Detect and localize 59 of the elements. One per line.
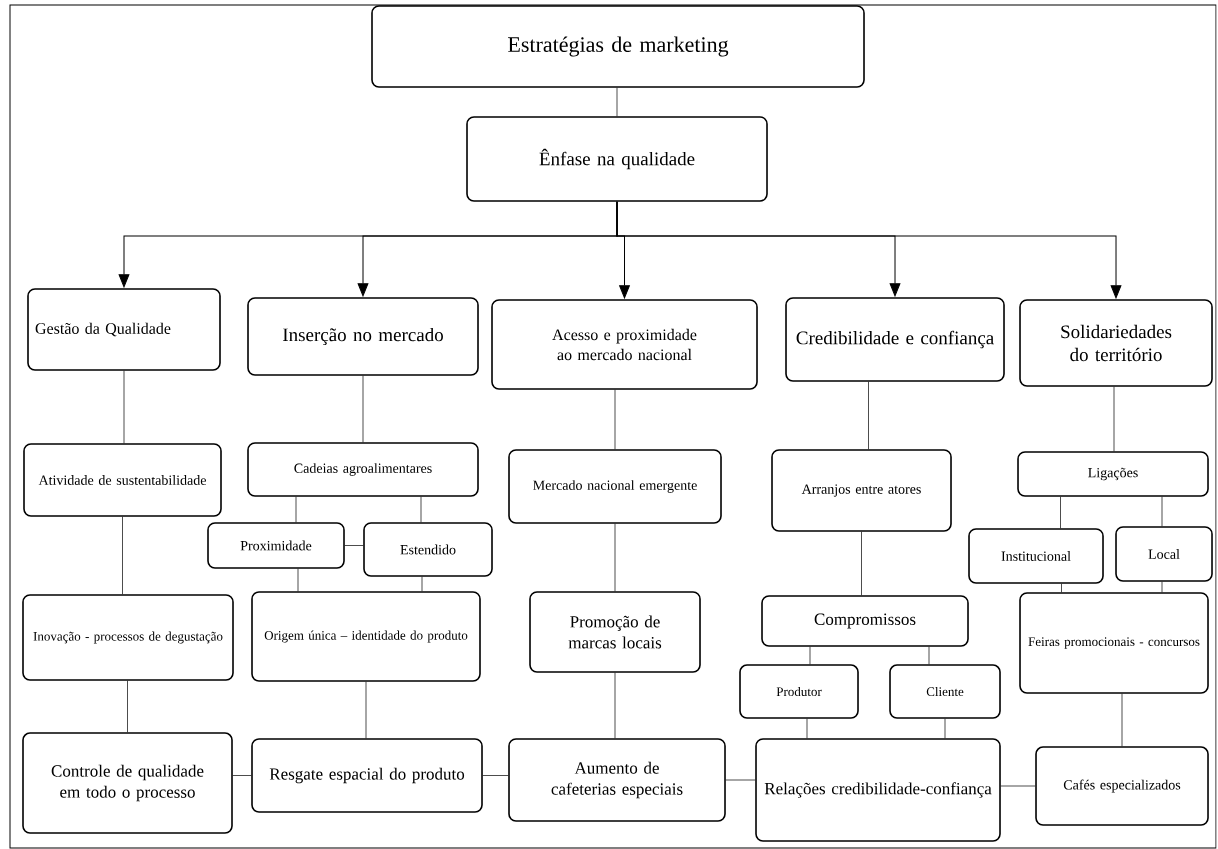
process-box: Promoção de marcas locais	[529, 591, 701, 673]
process-box: Estendido	[363, 522, 493, 577]
connector-line	[861, 531, 862, 596]
process-box: Cliente	[889, 664, 1001, 719]
connector-line	[806, 718, 808, 739]
process-box: Cafés especializados	[1035, 746, 1209, 826]
connector-line	[1121, 693, 1123, 747]
connector-line	[297, 568, 299, 592]
process-box: Compromissos	[761, 595, 969, 647]
arrow	[616, 201, 1122, 299]
process-box: Local	[1115, 526, 1213, 582]
process-box: Arranjos entre atores	[771, 449, 952, 532]
process-box: Institucional	[968, 528, 1104, 584]
connector-line	[614, 389, 616, 450]
connector-line	[421, 576, 423, 592]
connector-line	[614, 672, 616, 739]
process-box: Relações credibilidade-confiança	[755, 738, 1001, 842]
connector-line	[365, 681, 367, 739]
connector-line	[420, 496, 422, 523]
connector-line	[1113, 386, 1115, 452]
process-box: Inserção no mercado	[247, 297, 479, 376]
connector-line	[1161, 581, 1163, 593]
process-box: Mercado nacional emergente	[508, 449, 722, 524]
connector-line	[809, 646, 811, 665]
process-box: Atividade de sustentabilidade	[23, 443, 222, 517]
connector-line	[127, 680, 128, 733]
process-box: Cadeias agroalimentares	[247, 442, 479, 497]
process-box: Solidariedades do território	[1019, 299, 1213, 387]
connector-line	[295, 496, 297, 523]
connector-line	[122, 516, 123, 595]
process-box: Produtor	[739, 664, 859, 719]
process-box: Ênfase na qualidade	[466, 116, 768, 202]
connector-line	[868, 381, 869, 450]
process-box: Aumento de cafeterias especiais	[508, 738, 726, 822]
connector-line	[616, 87, 618, 117]
process-box: Origem única – identidade do produto	[251, 591, 481, 682]
process-box: Inovação - processos de degustação	[22, 594, 234, 681]
connector-line	[1161, 496, 1163, 527]
connector-line	[928, 646, 930, 665]
process-box: Resgate espacial do produto	[251, 738, 483, 813]
process-box: Acesso e proximidade ao mercado nacional	[491, 299, 758, 390]
process-box: Feiras promocionais - concursos	[1019, 592, 1209, 694]
process-box: Controle de qualidade em todo o processo	[22, 732, 233, 834]
process-box: Gestão da Qualidade	[27, 288, 221, 371]
connector-line	[123, 370, 125, 444]
connector-line	[614, 523, 616, 592]
connector-line	[362, 375, 364, 443]
connector-line	[725, 779, 756, 781]
connector-line	[482, 775, 509, 776]
connector-line	[232, 775, 252, 776]
connector-line	[344, 545, 364, 546]
connector-line	[1060, 496, 1061, 529]
connector-line	[944, 718, 946, 739]
process-box: Credibilidade e confiança	[785, 297, 1005, 382]
connector-line	[1000, 785, 1036, 787]
connector-line	[1061, 583, 1062, 593]
process-box: Ligações	[1017, 451, 1209, 497]
process-box: Proximidade	[207, 522, 345, 569]
process-box: Estratégias de marketing	[371, 5, 865, 88]
